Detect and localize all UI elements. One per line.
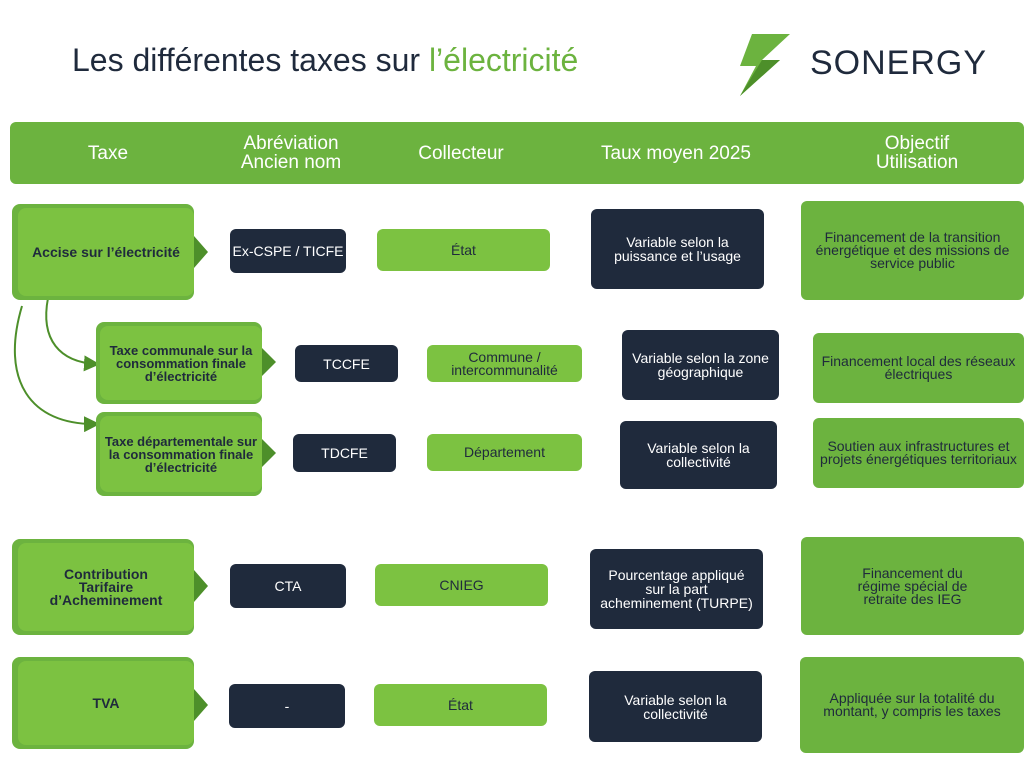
collecteur-tva: État (374, 684, 547, 726)
row-arrow-icon (194, 689, 208, 721)
header-obj-line2: Utilisation (875, 152, 959, 173)
abbr-tccfe: TCCFE (295, 345, 398, 382)
abbr-tva: - (229, 684, 345, 728)
collecteur-accise: État (377, 229, 550, 271)
tax-accise: Accise sur l’électricité (18, 208, 194, 296)
tax-tva: TVA (18, 661, 194, 745)
abbr-accise: Ex-CSPE / TICFE (230, 229, 346, 273)
objectif-cta: Financement du régime spécial de retrait… (801, 537, 1024, 635)
page-title: Les différentes taxes sur l’électricité (72, 42, 578, 79)
taux-cta: Pourcentage appliqué sur la part achemin… (590, 549, 763, 629)
header-abbr-line1: Abréviation (243, 133, 339, 154)
title-text: Les différentes taxes sur (72, 42, 429, 78)
tax-tccfe: Taxe communale sur la consommation final… (100, 326, 262, 400)
connector-to-tccfe (45, 297, 100, 372)
brand-name: SONERGY (810, 44, 988, 82)
collecteur-tccfe: Commune / intercommunalité (427, 345, 582, 382)
objectif-tva: Appliquée sur la totalité du montant, y … (800, 657, 1024, 753)
taux-tccfe: Variable selon la zone géographique (622, 330, 779, 400)
tax-cta: Contribution Tarifaire d’Acheminement (18, 543, 194, 631)
taux-tdcfe: Variable selon la collectivité (620, 421, 777, 489)
row-arrow-icon (194, 236, 208, 268)
header-abbr-line2: Ancien nom (240, 152, 342, 173)
sonergy-logo-icon (740, 34, 790, 96)
taux-tva: Variable selon la collectivité (589, 671, 762, 742)
row-arrow-icon (262, 348, 276, 376)
objectif-accise: Financement de la transition énergétique… (801, 201, 1024, 300)
abbr-tdcfe: TDCFE (293, 434, 396, 472)
abbr-cta: CTA (230, 564, 346, 608)
header-abreviation: Abréviation Ancien nom (206, 122, 376, 184)
header-collecteur: Collecteur (418, 142, 504, 164)
header-taxe: Taxe (87, 142, 129, 164)
collecteur-tdcfe: Département (427, 434, 582, 471)
objectif-tccfe: Financement local des réseaux électrique… (813, 333, 1024, 403)
row-arrow-icon (194, 570, 208, 602)
header-obj-line1: Objectif (884, 133, 950, 154)
connector-to-tdcfe (13, 305, 100, 433)
title-accent: l’électricité (428, 42, 579, 78)
taux-accise: Variable selon la puissance et l’usage (591, 209, 764, 289)
tax-tdcfe: Taxe départementale sur la consommation … (100, 416, 262, 492)
header-taux: Taux moyen 2025 (601, 142, 751, 164)
row-arrow-icon (262, 439, 276, 467)
collecteur-cta: CNIEG (375, 564, 548, 606)
objectif-tdcfe: Soutien aux infrastructures et projets é… (813, 418, 1024, 488)
table-header: Taxe Abréviation Ancien nom Collecteur T… (10, 122, 1024, 184)
header-objectif: Objectif Utilisation (810, 122, 1024, 184)
